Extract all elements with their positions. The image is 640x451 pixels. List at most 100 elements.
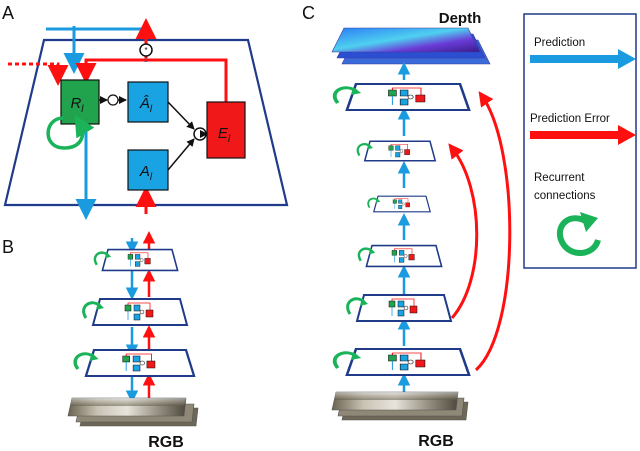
c-depth-image-stack [331,27,491,65]
legend-recurrent-label-line2: connections [534,190,596,202]
mini-a-box [399,363,409,371]
r-unit-label: Rl [70,95,84,115]
mini-recurrent-arrowhead [89,353,99,361]
mini-subtraction-operator [403,305,409,311]
legend-recurrent-loop-icon [557,212,601,256]
c-depth-label: Depth [439,10,482,27]
c-layer-1 [332,348,471,376]
subtraction-operator [193,127,207,141]
mini-e-box [404,149,410,155]
mini-subtraction-operator [403,254,408,258]
legend-recurrent-label-line1: Recurrent [534,172,585,184]
mini-a-box [399,98,409,106]
mini-subtraction-operator [407,94,414,100]
mini-a-box [133,313,141,321]
c-layer-4 [367,195,431,213]
top-operator-symbol: * [144,46,147,55]
c-layer-2 [346,294,453,322]
mini-a-box [398,205,403,209]
mini-e-box [405,202,410,208]
mini-a-box [398,257,405,263]
legend-prediction-arrow [530,49,636,69]
ahat-to-sub-arrow [167,101,195,130]
mini-e-box [146,360,156,369]
mini-recurrent-arrowhead [375,198,381,203]
mini-a-box [132,364,141,372]
b-rgb-image-stack [67,397,199,427]
c-rgb-label: RGB [418,433,454,450]
mini-r-box [388,89,397,97]
mini-ahat-box [398,199,403,204]
c-layer-3 [357,244,443,268]
mini-recurrent-arrowhead [104,252,112,259]
mini-recurrent-arrowhead [96,302,104,310]
mini-r-box [388,354,397,362]
mini-r-box [391,250,397,256]
mini-e-box [144,258,151,265]
mini-a-box [395,152,401,158]
e-unit-box [206,101,246,159]
mini-a-box [397,309,405,317]
mini-subtraction-operator [139,309,145,315]
mini-ahat-box [134,254,141,260]
a-unit-label: Al [139,163,153,183]
mini-subtraction-operator [139,360,145,366]
mini-recurrent-arrowhead [350,87,362,95]
panel-label-c: C [302,3,315,23]
mini-recurrent-arrowhead [360,298,368,306]
mini-r-box [388,145,394,151]
mini-e-box [415,94,426,103]
a-to-sub-arrow [167,138,195,171]
legend-box: Prediction Prediction Error Recurrent co… [523,13,637,269]
dotted-error-in [8,62,69,86]
mini-ahat-box [398,250,405,256]
b-layer-1 [73,349,196,377]
panel-b-network: RGB [67,231,199,451]
c-skip-arrow-outer [474,91,512,372]
mini-subtraction-operator [407,359,414,365]
c-layer-6 [332,83,471,111]
mini-e-box [415,359,426,368]
mini-ahat-box [399,354,409,362]
c-layer-5 [356,140,437,162]
mini-ahat-box [397,300,405,308]
recurrent-loop-icon [46,114,95,150]
mini-ahat-box [132,355,141,363]
panel-label-a: A [2,3,14,23]
panel-a-layer-module: * Rl Âl Al El [3,18,289,220]
ahat-unit-box [127,81,169,123]
top-operator-circle [139,43,153,57]
mini-e-box [145,309,154,318]
panel-c-network: Depth RGB [331,10,512,450]
mini-recurrent-arrowhead [368,248,376,255]
legend-prediction-label: Prediction [534,37,585,49]
b-layer-2 [82,298,189,326]
b-rgb-label: RGB [148,434,184,451]
b-layer-3 [93,248,179,272]
error-feedback-line [75,58,228,102]
ahat-unit-label: Âl [139,95,153,115]
mini-subtraction-operator [401,202,405,206]
mini-subtraction-operator [399,149,404,153]
r-to-ahat-operator [107,94,119,106]
mini-a-box [134,261,141,267]
c-skip-arrow-middle [448,143,479,319]
mini-r-box [127,254,133,260]
panel-label-b: B [2,237,14,257]
mini-r-box [388,300,396,308]
mini-recurrent-arrowhead [350,352,362,360]
mini-e-box [409,305,418,314]
c-rgb-image-stack [331,391,469,421]
legend-prediction-error-label: Prediction Error [530,113,610,125]
mini-ahat-box [395,145,401,151]
legend-prediction-error-arrow [530,125,636,145]
e-unit-label: El [218,125,231,145]
mini-ahat-box [133,304,141,312]
mini-ahat-box [399,89,409,97]
mini-recurrent-arrowhead [367,143,373,150]
mini-r-box [122,355,130,363]
mini-r-box [392,199,397,204]
mini-subtraction-operator [139,258,144,262]
mini-e-box [408,254,415,261]
